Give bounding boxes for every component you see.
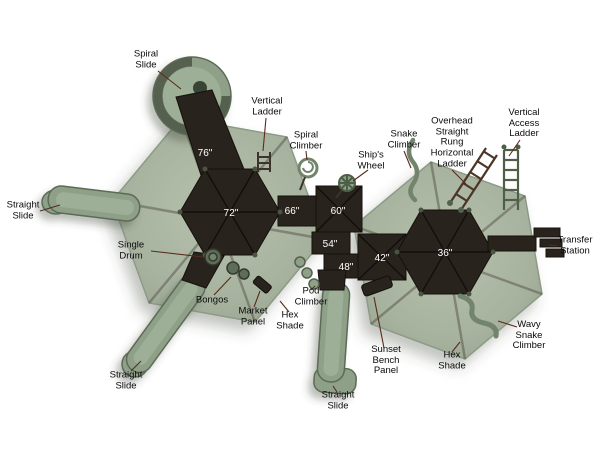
snake-climber-shape xyxy=(406,137,420,203)
leader-wavy-snake-climber xyxy=(497,320,518,328)
wavy-snake-climber-shape xyxy=(457,293,499,339)
deck-ridges xyxy=(180,168,493,295)
transfer-connector xyxy=(487,235,537,252)
spiral-climber-shape xyxy=(297,157,319,191)
dim-42: 42" xyxy=(375,253,390,264)
leader-transfer-station xyxy=(548,244,558,247)
single-drum-shape xyxy=(204,248,222,266)
leader-spiral-slide xyxy=(157,70,182,90)
leader-straight-slide-left xyxy=(39,204,61,212)
leader-straight-slide-bottom-left xyxy=(130,360,142,372)
dim-66: 66" xyxy=(285,206,300,217)
dim-72: 72" xyxy=(224,208,239,219)
ships-wheel-shape xyxy=(335,174,356,199)
leader-single-drum xyxy=(150,250,204,258)
components xyxy=(204,137,521,339)
overhead-ladder-shape xyxy=(447,147,498,213)
sunset-bench-panel-shape xyxy=(361,275,393,297)
straight-slide-left xyxy=(41,185,141,222)
leader-snake-climber xyxy=(403,150,412,169)
market-panel-shape xyxy=(252,275,272,294)
straight-slide-bottom-center xyxy=(313,281,357,395)
pod-climber-shape xyxy=(294,256,320,290)
leader-pod-climber xyxy=(310,285,316,291)
leader-bongos xyxy=(213,276,232,296)
leader-sunset-bench-panel xyxy=(373,296,385,349)
transfer-station-steps xyxy=(533,227,565,258)
bongos-shape xyxy=(226,261,250,280)
vertical-access-ladder-shape xyxy=(501,144,521,210)
leader-lines xyxy=(39,70,558,393)
slides xyxy=(41,56,357,395)
vertical-ladder-shape xyxy=(257,152,271,172)
leader-hex-shade-right xyxy=(451,341,461,353)
dim-76: 76" xyxy=(198,148,213,159)
dim-60: 60" xyxy=(331,206,346,217)
leader-ships-wheel xyxy=(352,169,369,182)
dim-48: 48" xyxy=(339,262,354,273)
decks xyxy=(175,89,565,297)
leader-overhead-ladder xyxy=(451,169,467,185)
leader-straight-slide-bottom-center xyxy=(332,385,338,393)
leader-market-panel xyxy=(253,290,261,308)
bridge-66 xyxy=(277,195,321,227)
slide-attach-bottom-center xyxy=(317,269,347,291)
leader-spiral-climber xyxy=(305,150,308,161)
measurements: 76" 72" 66" 60" 54" 48" 42" 36" xyxy=(198,148,453,273)
leader-vertical-ladder xyxy=(262,117,267,152)
dim-54: 54" xyxy=(323,239,338,250)
leader-vertical-access-ladder xyxy=(508,139,521,157)
dim-36: 36" xyxy=(438,248,453,259)
leader-hex-shade-left xyxy=(279,300,290,313)
